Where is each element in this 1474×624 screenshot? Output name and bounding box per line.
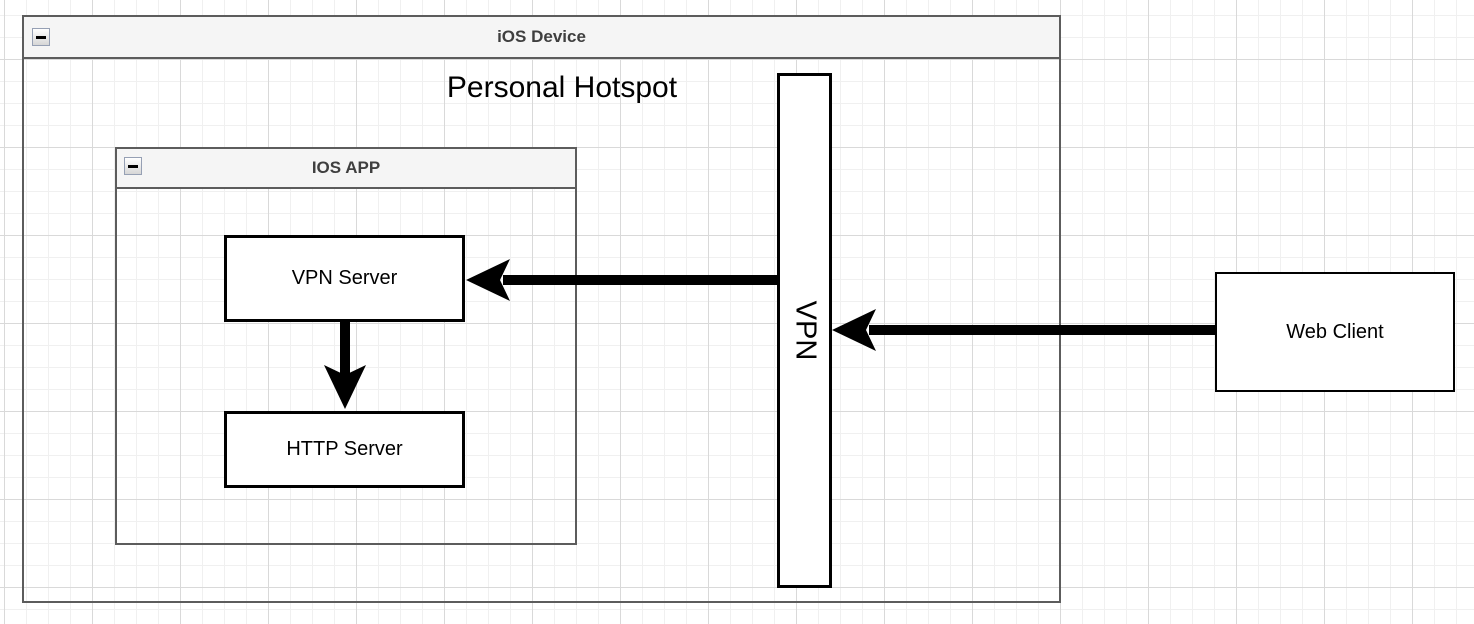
vpn-label: VPN <box>789 300 822 361</box>
ios-device-title: iOS Device <box>497 27 586 46</box>
ios-app-title: IOS APP <box>311 158 381 177</box>
node-web-client[interactable]: Web Client <box>1215 272 1455 392</box>
node-vpn-server[interactable]: VPN Server <box>224 235 465 322</box>
ios-app-collapse-button[interactable] <box>124 157 142 175</box>
edge-vpn-server-to-http-server[interactable] <box>324 322 366 409</box>
collapse-minus-icon <box>36 35 46 39</box>
edge-vpn-to-vpn-server[interactable] <box>466 259 778 301</box>
node-http-server[interactable]: HTTP Server <box>224 411 465 488</box>
http-server-label: HTTP Server <box>286 438 403 460</box>
node-vpn[interactable]: VPN <box>777 73 832 588</box>
ios-device-titlebar: iOS Device <box>24 17 1059 59</box>
ios-device-collapse-button[interactable] <box>32 28 50 46</box>
ios-app-titlebar: IOS APP <box>117 149 575 189</box>
collapse-minus-icon <box>128 164 138 168</box>
vpn-server-label: VPN Server <box>291 267 398 289</box>
edge-web-client-to-vpn[interactable] <box>832 309 1215 351</box>
group-ios-app[interactable]: IOS APP <box>115 147 577 545</box>
personal-hotspot-label: Personal Hotspot <box>446 71 678 104</box>
group-ios-device[interactable]: iOS Device <box>22 15 1061 603</box>
web-client-label: Web Client <box>1286 320 1384 343</box>
